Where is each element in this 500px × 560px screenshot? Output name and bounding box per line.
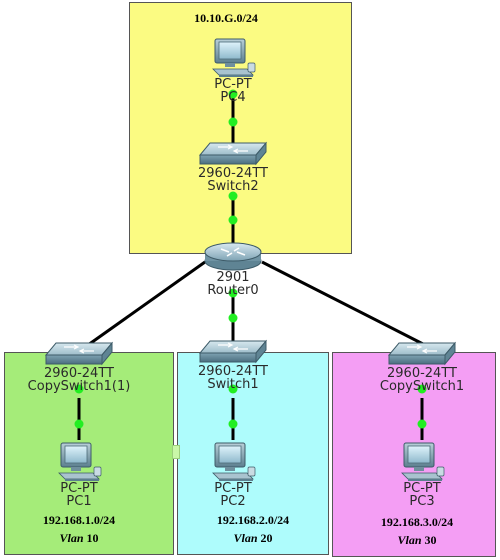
vlan-number: 10: [86, 531, 99, 545]
pc-icon: [210, 38, 256, 78]
device-name-label: CopySwitch1: [379, 379, 465, 394]
vlan-label-30: Vlan 30: [362, 533, 472, 548]
device-name-label: CopySwitch1(1): [27, 379, 131, 394]
device-pc2[interactable]: PC-PT PC2: [193, 442, 273, 508]
port-light: [228, 288, 238, 298]
port-light: [228, 384, 238, 394]
device-type-label: 2960-24TT: [387, 366, 457, 381]
port-light: [417, 419, 427, 429]
switch-icon: [198, 141, 268, 167]
switch-icon: [387, 341, 457, 367]
vlan-word: Vlan: [59, 531, 84, 545]
device-type-label: PC-PT: [403, 481, 441, 496]
port-light: [228, 419, 238, 429]
device-copyswitch1-1[interactable]: 2960-24TT CopySwitch1(1): [14, 341, 144, 393]
device-copyswitch1[interactable]: 2960-24TT CopySwitch1: [367, 341, 477, 393]
port-light: [228, 313, 238, 323]
link-router0-cs1: [261, 260, 426, 347]
device-name-label: PC4: [220, 90, 246, 105]
vlan-number: 20: [260, 531, 273, 545]
device-type-label: 2960-24TT: [44, 366, 114, 381]
port-light: [228, 89, 238, 99]
device-type-label: 2960-24TT: [198, 166, 268, 181]
network-label-vlan30: 192.168.3.0/24: [380, 515, 454, 529]
port-light: [74, 419, 84, 429]
vlan-number: 30: [424, 533, 437, 547]
vlan-word: Vlan: [233, 531, 258, 545]
device-switch2[interactable]: 2960-24TT Switch2: [183, 141, 283, 193]
device-name-label: PC1: [66, 494, 92, 509]
device-name-label: Router0: [207, 283, 259, 298]
network-label-top: 10.10.G.0/24: [194, 11, 258, 25]
device-type-label: PC-PT: [60, 481, 98, 496]
device-type-label: 2901: [216, 270, 250, 285]
zone-vlan20: [177, 352, 329, 555]
device-name-label: Switch1: [207, 377, 259, 392]
device-pc3[interactable]: PC-PT PC3: [382, 442, 462, 508]
device-type-label: 2960-24TT: [198, 364, 268, 379]
device-name-label: PC3: [409, 494, 435, 509]
network-label-vlan10: 192.168.1.0/24: [42, 513, 116, 527]
device-switch1[interactable]: 2960-24TT Switch1: [183, 339, 283, 391]
port-light: [228, 215, 238, 225]
vlan-label-10: Vlan 10: [24, 531, 134, 546]
port-light: [417, 384, 427, 394]
device-type-label: PC-PT: [214, 77, 252, 92]
port-light: [74, 384, 84, 394]
switch-icon: [44, 341, 114, 367]
pc-icon: [56, 442, 102, 482]
pc-icon: [210, 442, 256, 482]
port-light: [228, 117, 238, 127]
device-type-label: PC-PT: [214, 481, 252, 496]
device-name-label: Switch2: [207, 179, 259, 194]
device-pc1[interactable]: PC-PT PC1: [39, 442, 119, 508]
device-router0[interactable]: 2901 Router0: [183, 241, 283, 297]
vlan-label-20: Vlan 20: [198, 531, 308, 546]
port-light: [228, 191, 238, 201]
vlan-word: Vlan: [397, 533, 422, 547]
switch-icon: [198, 339, 268, 365]
port-stub: [172, 445, 180, 459]
device-pc4[interactable]: PC-PT PC4: [193, 38, 273, 104]
router-icon: [203, 241, 263, 271]
network-label-vlan20: 192.168.2.0/24: [216, 513, 290, 527]
device-name-label: PC2: [220, 494, 246, 509]
pc-icon: [399, 442, 445, 482]
link-router0-cs11: [87, 260, 206, 347]
